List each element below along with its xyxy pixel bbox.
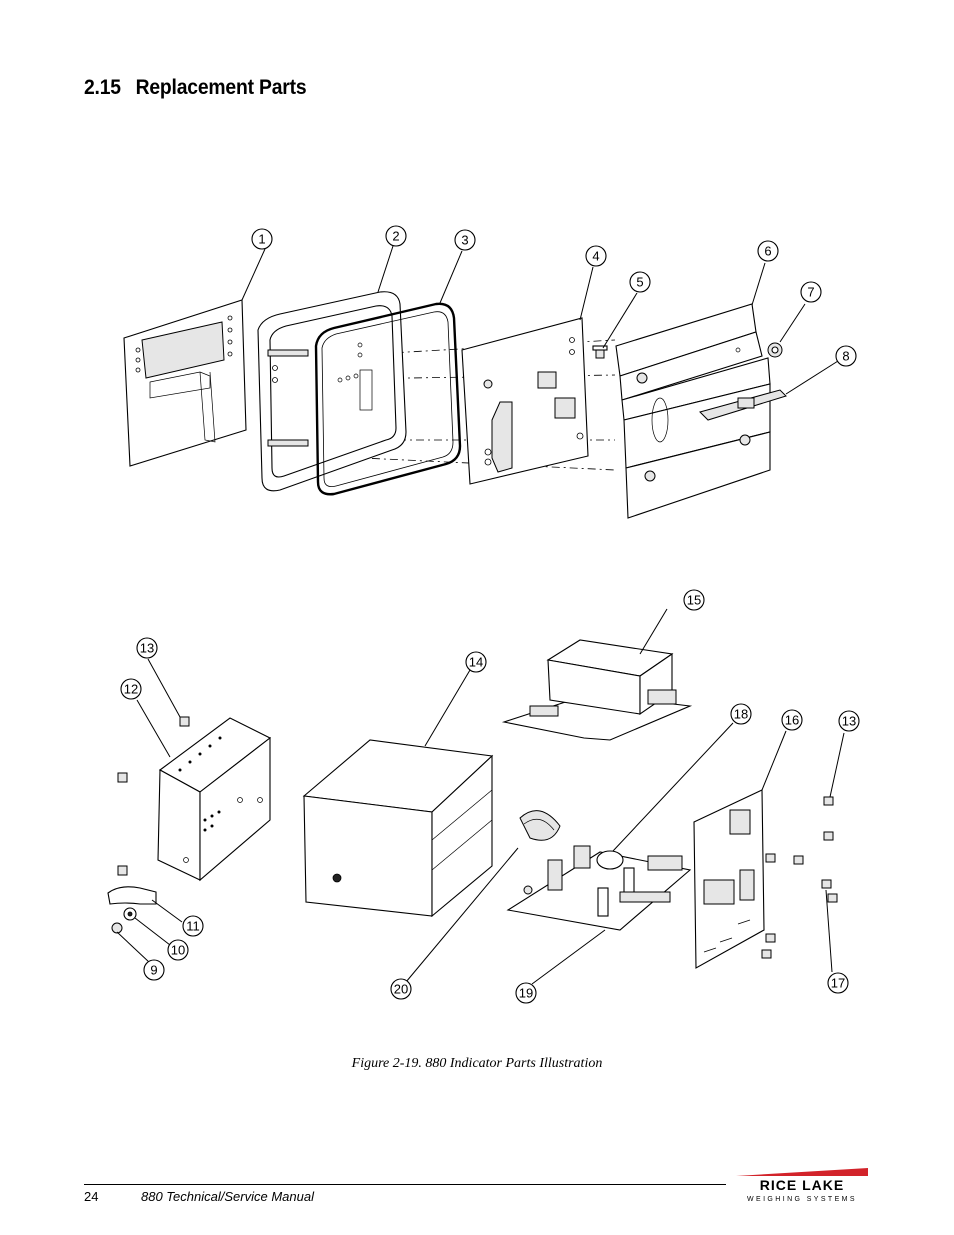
svg-text:1: 1	[258, 232, 265, 247]
callout-15: 15	[683, 589, 705, 611]
callout-7: 7	[800, 281, 822, 303]
screw-part-5	[592, 345, 608, 359]
back-plate-part	[615, 303, 771, 519]
display-overlay-part	[123, 299, 247, 467]
ribbon-cable-part	[519, 810, 561, 841]
bracket-part	[157, 717, 272, 882]
buzzer-part	[596, 850, 624, 870]
figure-caption: Figure 2-19. 880 Indicator Parts Illustr…	[351, 1056, 603, 1071]
rice-lake-logo: RICE LAKE WEIGHING SYSTEMS	[736, 1168, 868, 1203]
callout-8: 8	[835, 345, 857, 367]
logo-line1: RICE LAKE	[760, 1177, 844, 1193]
svg-text:11: 11	[186, 919, 200, 934]
svg-text:5: 5	[636, 275, 643, 290]
nut-part-9	[111, 922, 123, 934]
callout-14: 14	[465, 651, 487, 673]
section-title: Replacement Parts	[135, 76, 307, 99]
svg-text:3: 3	[461, 233, 468, 248]
callout-20: 20	[390, 978, 412, 1000]
callout-12: 12	[120, 678, 142, 700]
callout-13-right: 13	[838, 710, 860, 732]
svg-text:9: 9	[150, 963, 157, 978]
rear-panel-part	[693, 789, 765, 969]
callout-2: 2	[385, 225, 407, 247]
latch-part	[107, 886, 157, 921]
callout-10: 10	[167, 939, 189, 961]
callout-19: 19	[515, 982, 537, 1004]
callout-9: 9	[143, 959, 165, 981]
enclosure-part	[302, 739, 494, 918]
svg-text:20: 20	[394, 982, 408, 997]
gasket-part	[314, 302, 462, 496]
manual-title: 880 Technical/Service Manual	[141, 1189, 314, 1204]
callout-11: 11	[182, 915, 204, 937]
svg-text:18: 18	[734, 707, 748, 722]
leader-lines	[116, 245, 845, 985]
svg-text:16: 16	[785, 713, 799, 728]
callout-5: 5	[629, 271, 651, 293]
svg-text:15: 15	[687, 593, 701, 608]
svg-text:14: 14	[469, 655, 483, 670]
logo-red-wedge	[736, 1168, 868, 1176]
svg-text:8: 8	[842, 349, 849, 364]
callouts: 1 2 3 4 5 6 7 8 9 10 11 12 13 14 15 16 1…	[120, 225, 860, 1004]
rear-assembly	[107, 639, 838, 969]
callout-1: 1	[251, 228, 273, 250]
svg-text:6: 6	[764, 244, 771, 259]
power-supply-part	[501, 639, 693, 741]
callout-17: 17	[827, 972, 849, 994]
svg-text:4: 4	[592, 249, 599, 264]
small-screws-right	[761, 796, 838, 959]
callout-13: 13	[136, 637, 158, 659]
svg-text:19: 19	[519, 986, 533, 1001]
front-assembly	[123, 291, 787, 519]
section-number: 2.15	[84, 76, 121, 99]
callout-16: 16	[781, 709, 803, 731]
nut-part-7	[767, 342, 783, 358]
svg-text:10: 10	[171, 943, 185, 958]
callout-18: 18	[730, 703, 752, 725]
svg-text:12: 12	[124, 682, 138, 697]
callout-4: 4	[585, 245, 607, 267]
svg-text:17: 17	[831, 976, 845, 991]
svg-text:13: 13	[140, 641, 154, 656]
svg-text:13: 13	[842, 714, 856, 729]
mounting-strap-part	[699, 389, 787, 421]
section-heading: 2.15 Replacement Parts	[84, 76, 307, 100]
callout-3: 3	[454, 229, 476, 251]
logo-line2: WEIGHING SYSTEMS	[747, 1196, 857, 1203]
svg-text:2: 2	[392, 229, 399, 244]
callout-6: 6	[757, 240, 779, 262]
keypad-board-part	[461, 317, 589, 485]
front-bezel-part	[257, 291, 407, 492]
main-board-part	[506, 845, 692, 931]
small-screws-left	[117, 716, 190, 876]
svg-text:7: 7	[807, 285, 814, 300]
page-number: 24	[84, 1189, 99, 1204]
footer-rule	[84, 1184, 726, 1185]
